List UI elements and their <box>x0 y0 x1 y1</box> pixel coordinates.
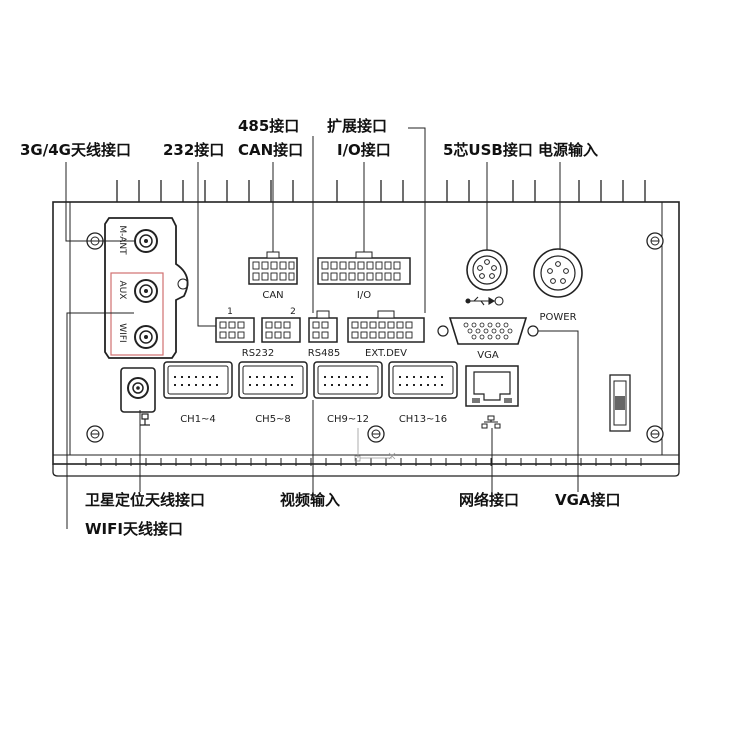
rs232-label: RS232 <box>242 348 274 359</box>
ext-dev-label: EXT.DEV <box>365 348 407 359</box>
side-latch <box>609 374 631 432</box>
screw-bottom-center <box>367 425 385 443</box>
center-mark <box>354 428 396 462</box>
callout-can: CAN接口 <box>238 141 304 159</box>
screw-top-right <box>646 232 664 250</box>
video-connector-ch1-4: CH1~4 <box>163 361 233 425</box>
vga-connector: VGA <box>437 317 539 361</box>
m-ant-label: M-ANT <box>117 225 127 255</box>
video-connector-ch13-16: CH13~16 <box>388 361 458 425</box>
callout-video-input: 视频输入 <box>280 491 341 509</box>
rs485-label: RS485 <box>308 348 340 359</box>
power-connector: POWER <box>533 248 583 323</box>
usb-icon <box>465 296 504 306</box>
screw-bottom-right <box>646 425 664 443</box>
callout-rs232: 232接口 <box>163 141 225 159</box>
wifi-label: WIFI <box>117 323 127 342</box>
callout-io: I/O接口 <box>337 141 391 159</box>
callout-network: 网络接口 <box>459 491 520 509</box>
callout-power-input: 电源输入 <box>538 141 599 159</box>
network-icon <box>481 415 501 429</box>
network-port <box>465 365 519 407</box>
gps-connector <box>120 367 156 413</box>
m-ant-connector <box>134 229 158 253</box>
top-heatsink-fins <box>116 180 646 202</box>
can-label: CAN <box>262 290 283 301</box>
rs232-port1-label: 1 <box>227 307 233 317</box>
io-connector: I/O <box>317 251 411 301</box>
bottom-fins <box>85 458 642 466</box>
ch9-12-label: CH9~12 <box>327 414 369 425</box>
leader-lines <box>65 127 579 529</box>
usb5-connector <box>466 249 508 291</box>
aux-connector <box>134 279 158 303</box>
io-label: I/O <box>357 290 371 301</box>
can-connector: CAN <box>248 251 298 301</box>
aux-label: AUX <box>117 281 127 300</box>
screw-bottom-left <box>86 425 104 443</box>
video-connector-ch9-12: CH9~12 <box>313 361 383 425</box>
wifi-connector <box>134 325 158 349</box>
vga-label: VGA <box>477 350 499 361</box>
power-label: POWER <box>539 312 576 323</box>
ch13-16-label: CH13~16 <box>399 414 447 425</box>
ch1-4-label: CH1~4 <box>180 414 216 425</box>
callout-3g4g-antenna: 3G/4G天线接口 <box>20 141 131 159</box>
callout-expansion: 扩展接口 <box>327 117 388 135</box>
callout-gps-antenna: 卫星定位天线接口 <box>85 491 206 509</box>
rs485-connector: RS485 <box>308 310 340 359</box>
gps-satellite-icon <box>140 413 150 426</box>
callout-usb5: 5芯USB接口 <box>443 141 533 159</box>
callout-rs485: 485接口 <box>238 117 300 135</box>
callout-wifi-antenna: WIFI天线接口 <box>85 520 183 538</box>
rs232-connector: 1 2 RS232 <box>215 307 301 359</box>
callout-vga: VGA接口 <box>555 491 621 509</box>
ext-dev-connector: EXT.DEV <box>347 310 425 359</box>
ch5-8-label: CH5~8 <box>255 414 291 425</box>
video-connector-ch5-8: CH5~8 <box>238 361 308 425</box>
rs232-port2-label: 2 <box>290 307 296 317</box>
chassis <box>52 201 680 477</box>
